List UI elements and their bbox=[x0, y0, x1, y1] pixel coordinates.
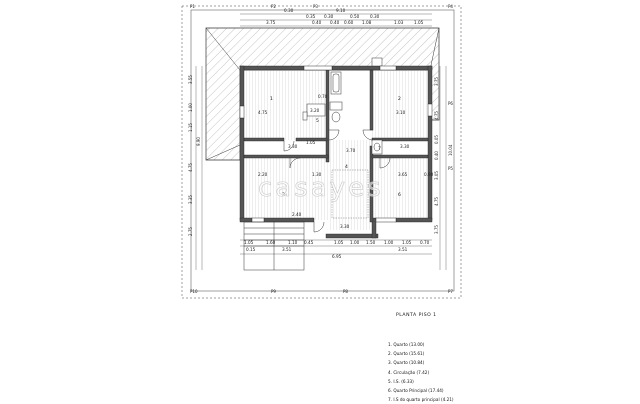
dim-right-4: 0.40 bbox=[434, 151, 439, 160]
room-dim-11: 0.90 bbox=[424, 172, 434, 177]
dim-bottom-mid-3: 3.51 bbox=[398, 247, 408, 252]
axis-mark-p7: P7 bbox=[448, 289, 453, 294]
axis-mark-p5: P5 bbox=[448, 166, 453, 171]
dimension-lines bbox=[195, 13, 447, 270]
dim-detail-2: 0.40 bbox=[312, 20, 322, 25]
dim-detail-6: 1.03 bbox=[394, 20, 404, 25]
dim-detail-5: 1.08 bbox=[362, 20, 372, 25]
dim-left-2: 1.00 bbox=[188, 103, 193, 112]
axis-mark-p3: P3 bbox=[313, 4, 318, 9]
room-dim-4: 3.10 bbox=[396, 110, 406, 115]
watermark: casayes bbox=[258, 173, 384, 203]
floor-finish bbox=[244, 70, 428, 230]
room-dim-5: 1.05 bbox=[306, 140, 316, 145]
legend-item: 2. Quarto (15.61) bbox=[388, 351, 425, 357]
axis-mark-p1: P1 bbox=[190, 4, 195, 9]
legend-item: 4. Circulação (7.42) bbox=[388, 369, 430, 375]
dim-right-2: 4.75 bbox=[434, 111, 439, 120]
room-dim-10: 1.30 bbox=[312, 172, 322, 177]
room-dim-7: 3.30 bbox=[288, 144, 298, 149]
legend-item: 6. Quarto Principal (17.44) bbox=[388, 388, 444, 394]
dim-bottom-1: 1.05 bbox=[244, 240, 254, 245]
dim-bottom-overall: 6.95 bbox=[332, 254, 342, 259]
dim-bottom-9: 1.05 bbox=[402, 240, 412, 245]
axis-mark-p10: P10 bbox=[190, 289, 198, 294]
dim-bottom-mid-1: 0.15 bbox=[246, 247, 256, 252]
room-dim-1: 4.75 bbox=[258, 110, 268, 115]
walls bbox=[239, 65, 433, 239]
dim-bottom-2: 1.60 bbox=[266, 240, 276, 245]
dim-overall-right: 10.04 bbox=[448, 144, 453, 156]
dim-detail-1: 3.75 bbox=[266, 20, 276, 25]
dim-bottom-8: 1.00 bbox=[384, 240, 394, 245]
room-legend: 1. Quarto (13.00) 2. Quarto (15.61) 3. Q… bbox=[388, 340, 454, 404]
axis-mark-p9: P9 bbox=[271, 289, 276, 294]
dim-detail-3: 0.40 bbox=[330, 20, 340, 25]
drawing-frame bbox=[181, 5, 462, 299]
dim-overall-left: 9.90 bbox=[196, 137, 201, 146]
room-dim-3: 0.70 bbox=[318, 94, 328, 99]
dimension-labels: 9.10 0.30 0.35 0.30 0.50 0.30 3.75 0.40 … bbox=[188, 8, 453, 259]
room-number-4: 4 bbox=[345, 164, 348, 170]
room-dim-2: 3.20 bbox=[310, 108, 320, 113]
axis-marks: P1 P2 P3 P4 P5 P6 P7 P8 P9 P10 bbox=[190, 4, 453, 294]
room-number-5: 5 bbox=[316, 118, 319, 124]
dim-right-3: 0.05 bbox=[434, 135, 439, 144]
room-dim-14: 3.65 bbox=[398, 172, 408, 177]
dim-bottom-10: 0.70 bbox=[420, 240, 430, 245]
dim-left-6: 2.75 bbox=[188, 227, 193, 236]
bathroom-fixtures bbox=[302, 57, 383, 155]
room-dimensions: 4.75 3.20 0.70 3.10 1.05 3.70 3.30 3.30 … bbox=[258, 94, 434, 229]
room-dim-9: 2.20 bbox=[258, 172, 268, 177]
axis-mark-p2: P2 bbox=[271, 4, 276, 9]
room-number-7: 7 bbox=[378, 146, 381, 152]
dim-bottom-3: 1.10 bbox=[288, 240, 298, 245]
legend-item: 5. I.S. (6.33) bbox=[388, 378, 414, 384]
axis-mark-p6: P6 bbox=[448, 101, 453, 106]
dim-bottom-5: 1.05 bbox=[334, 240, 344, 245]
doors bbox=[283, 129, 391, 233]
dim-bottom-4: 0.45 bbox=[304, 240, 314, 245]
dim-left-4: 4.75 bbox=[188, 163, 193, 172]
dim-left-1: 3.55 bbox=[188, 75, 193, 84]
legend-item: 3. Quarto (10.84) bbox=[388, 360, 425, 366]
dim-right-6: 4.75 bbox=[434, 197, 439, 206]
dim-left-5: 3.35 bbox=[188, 195, 193, 204]
dim-overall-top-a: 0.30 bbox=[284, 8, 294, 13]
dim-row-3: 0.50 bbox=[350, 14, 360, 19]
dim-bottom-7: 1.50 bbox=[366, 240, 376, 245]
dim-row-4: 0.30 bbox=[370, 14, 380, 19]
room-dim-8: 3.30 bbox=[400, 144, 410, 149]
dim-right-5: 3.05 bbox=[434, 171, 439, 180]
room-dim-6: 3.70 bbox=[346, 148, 356, 153]
room-numbers: 1 2 3 4 5 6 7 bbox=[270, 96, 401, 198]
legend-item: 1. Quarto (13.00) bbox=[388, 342, 425, 347]
dim-right-7: 3.75 bbox=[434, 225, 439, 234]
dim-detail-4: 0.60 bbox=[344, 20, 354, 25]
dim-right-1: 3.75 bbox=[434, 77, 439, 86]
room-number-6: 6 bbox=[398, 192, 401, 198]
axis-mark-p8: P8 bbox=[343, 289, 348, 294]
dim-detail-7: 1.05 bbox=[414, 20, 424, 25]
dim-row-1: 0.35 bbox=[306, 14, 316, 19]
room-dim-12: 2.40 bbox=[292, 212, 302, 217]
dim-row-2: 0.30 bbox=[324, 14, 334, 19]
room-number-1: 1 bbox=[270, 96, 273, 102]
plan-title: PLANTA PISO 1 bbox=[396, 313, 437, 318]
room-number-3: 3 bbox=[282, 192, 285, 198]
room-number-2: 2 bbox=[398, 96, 401, 102]
axis-mark-p4: P4 bbox=[448, 4, 453, 9]
dim-overall-top: 9.10 bbox=[336, 8, 346, 13]
balcony bbox=[331, 169, 369, 219]
dim-left-3: 1.15 bbox=[188, 123, 193, 132]
dim-bottom-mid-2: 3.51 bbox=[282, 247, 292, 252]
room-dim-13: 3.30 bbox=[340, 224, 350, 229]
dim-bottom-6: 1.00 bbox=[350, 240, 360, 245]
